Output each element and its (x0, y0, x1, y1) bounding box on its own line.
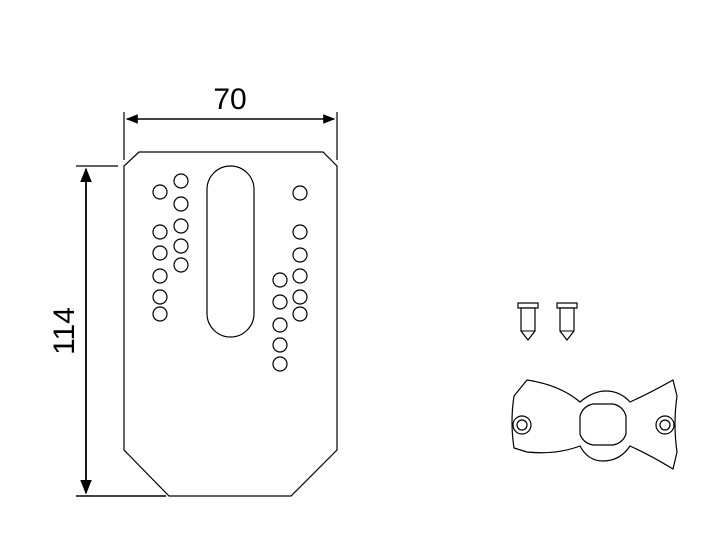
plate-hole (152, 268, 168, 284)
plate-hole (173, 218, 189, 234)
screws (517, 302, 578, 341)
plate-hole (152, 306, 168, 322)
plate-hole (272, 356, 288, 372)
plate-hole (292, 289, 308, 305)
bracket (511, 379, 678, 470)
plate-hole (272, 337, 288, 353)
plate-hole (292, 306, 308, 322)
width-dimension: 70 (123, 83, 338, 160)
plate-hole (292, 268, 308, 284)
plate-hole (152, 289, 168, 305)
plate-hole (173, 257, 189, 273)
plate-hole (272, 294, 288, 310)
plate-holes (152, 173, 308, 372)
plate-hole (272, 317, 288, 333)
plate-hole (152, 224, 168, 240)
plate-hole (292, 185, 308, 201)
plate-hole (272, 272, 288, 288)
plate-hole (173, 196, 189, 212)
width-label: 70 (213, 83, 246, 116)
height-dimension: 114 (48, 165, 166, 497)
plate-hole (152, 245, 168, 261)
plate-hole (173, 238, 189, 254)
plate-hole (292, 247, 308, 263)
center-slot (206, 165, 255, 338)
screw (556, 302, 578, 341)
bracket-hole-right-inner (659, 419, 671, 431)
bracket-center-opening (579, 403, 627, 446)
plate-hole (292, 224, 308, 240)
bracket-hole-left-inner (516, 419, 528, 431)
mounting-plate (123, 151, 338, 497)
height-label: 114 (48, 307, 81, 355)
plate-hole (173, 173, 189, 189)
plate-hole (152, 184, 168, 200)
screw (517, 302, 539, 341)
